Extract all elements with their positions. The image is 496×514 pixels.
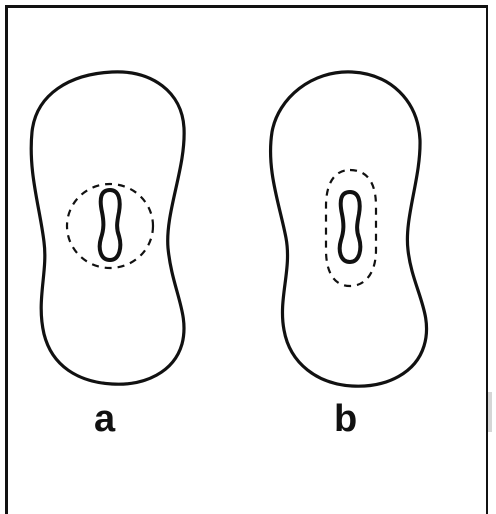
panel-a-dashed-circle — [67, 184, 153, 268]
panel-a-nucleus — [100, 190, 121, 260]
panel-b-cell-outline — [271, 72, 427, 386]
panel-a — [31, 72, 184, 384]
panel-b-dashed-oval — [326, 170, 376, 286]
panel-b-label: b — [334, 400, 357, 438]
panel-a-label: a — [94, 400, 115, 438]
panel-a-cell-outline — [31, 72, 184, 384]
scan-edge-mark — [488, 392, 492, 432]
panel-b — [271, 72, 427, 386]
panel-b-nucleus — [340, 192, 361, 262]
